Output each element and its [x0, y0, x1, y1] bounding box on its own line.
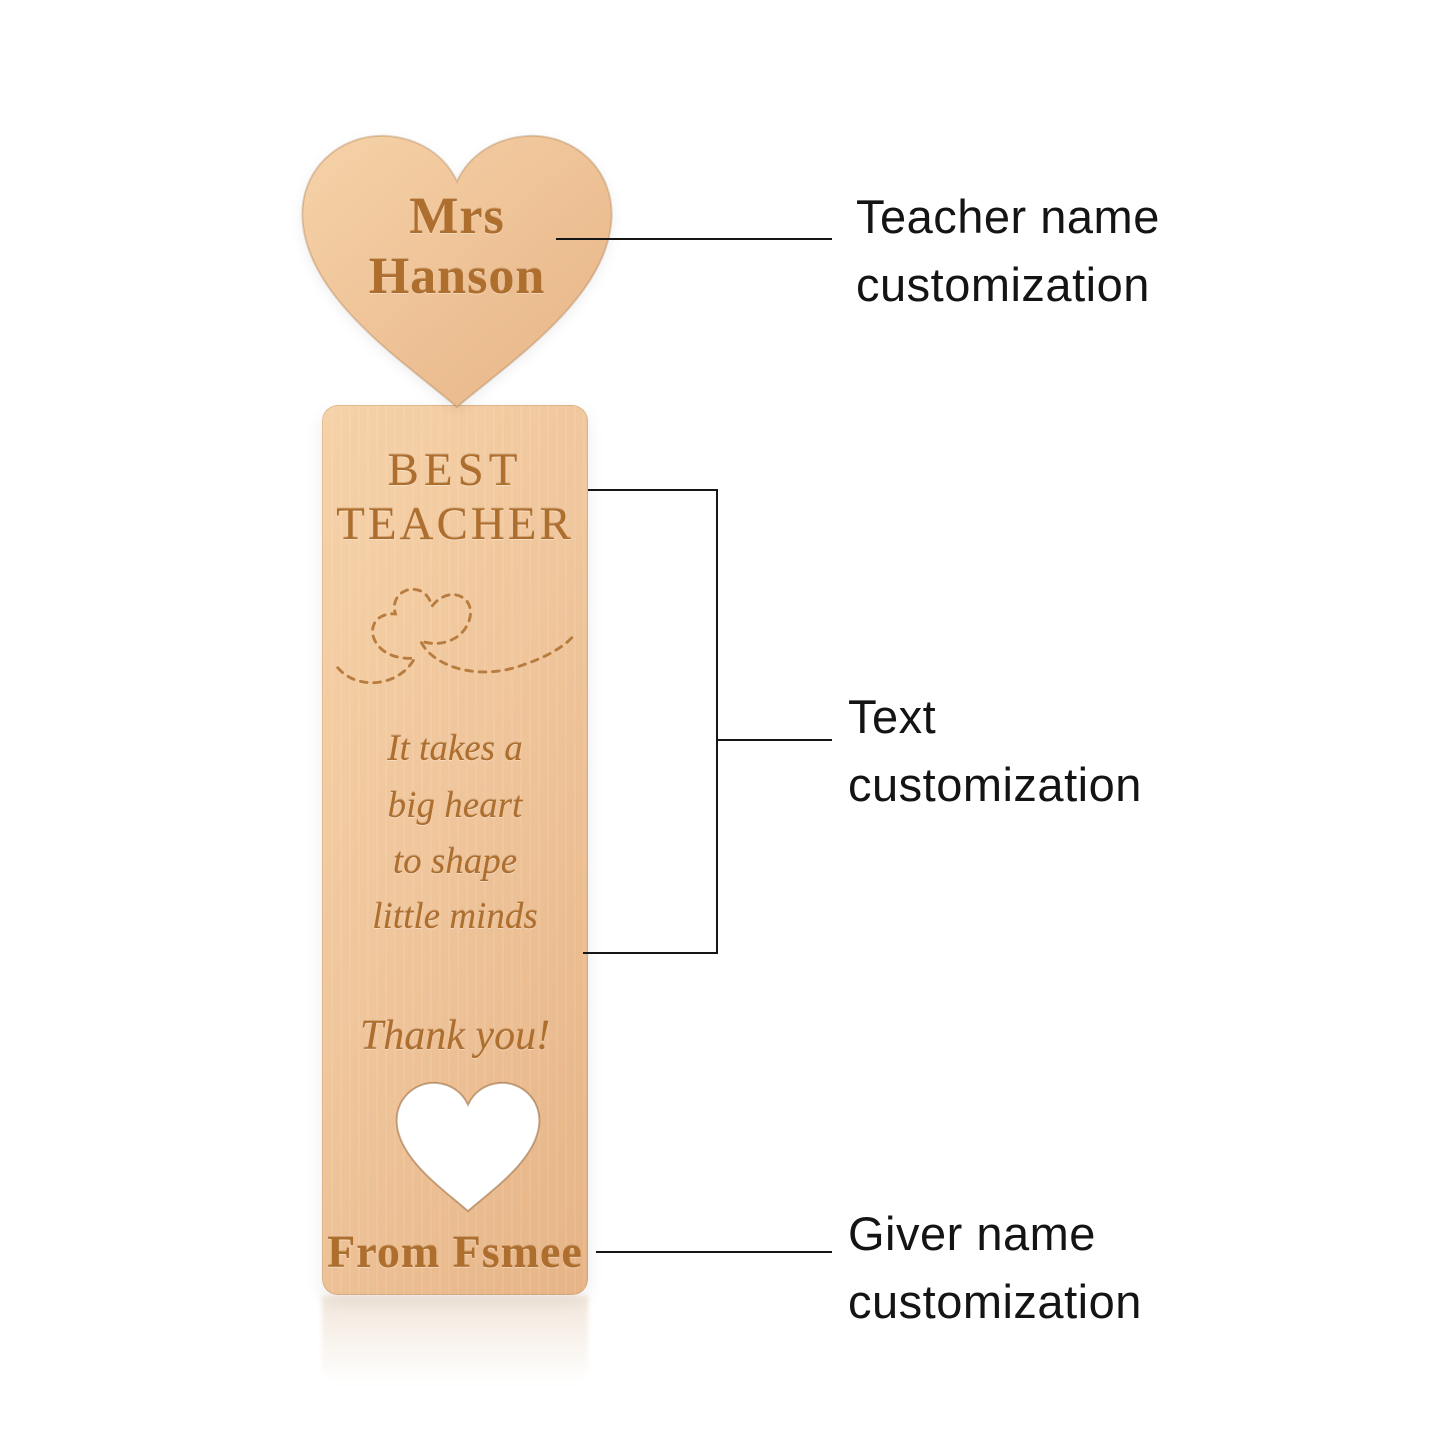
engraving-teacher-name-line1: Mrs: [409, 188, 505, 245]
annotation-giver-name: Giver name customization: [848, 1200, 1142, 1336]
annotation-giver-line1: Giver name: [848, 1207, 1096, 1260]
engraving-title-line2: TEACHER: [336, 498, 574, 550]
annotation-text-line2: customization: [848, 758, 1142, 812]
heart-top-icon: [288, 122, 626, 414]
heart-doodle-icon: [332, 572, 582, 700]
annotation-teacher-line1: Teacher name: [856, 190, 1160, 243]
callout-line-text-bottom: [583, 952, 718, 954]
engraving-title-line1: BEST: [387, 444, 523, 496]
annotation-teacher-name: Teacher name customization: [856, 183, 1160, 319]
heart-cutout-icon: [392, 1078, 544, 1216]
annotation-text-customization: Text customization: [848, 683, 1142, 819]
engraving-giver-name: From Fsmee: [327, 1226, 583, 1277]
callout-line-text-vertical: [716, 489, 718, 954]
engraving-poem-line: big heart: [387, 785, 523, 826]
engraving-teacher-name-line2: Hanson: [368, 248, 546, 305]
annotation-text-line1: Text: [848, 690, 937, 743]
bookmark-reflection: [322, 1296, 588, 1386]
annotation-giver-line2: customization: [848, 1275, 1142, 1329]
callout-line-text-middle: [716, 739, 832, 741]
callout-line-giver: [596, 1251, 832, 1253]
engraving-poem-line: It takes a: [387, 728, 523, 769]
engraving-thanks: Thank you!: [359, 1013, 551, 1059]
engraving-poem-line: little minds: [372, 896, 538, 937]
engraving-poem-line: to shape: [392, 841, 518, 882]
callout-line-teacher: [556, 238, 832, 240]
annotation-teacher-line2: customization: [856, 258, 1150, 312]
callout-line-text-top: [588, 489, 718, 491]
